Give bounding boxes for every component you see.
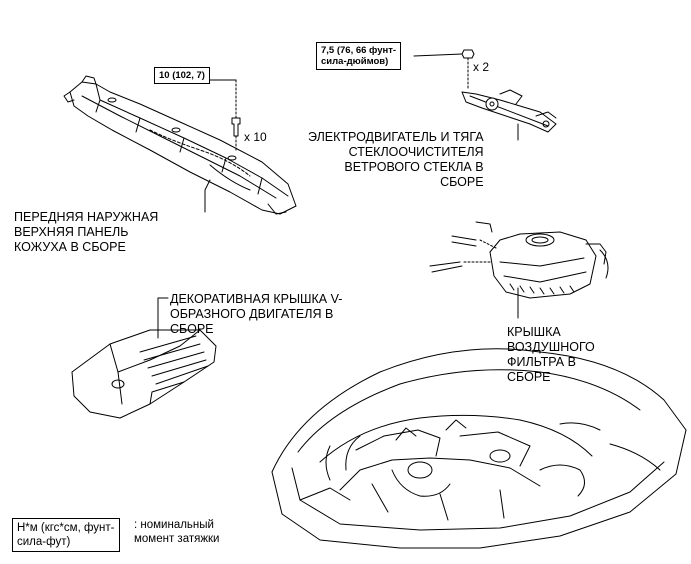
wiper-nut-drawing [413, 49, 475, 89]
wiper-label: ЭЛЕКТРОДВИГАТЕЛЬ И ТЯГА СТЕКЛООЧИСТИТЕЛЯ… [308, 130, 484, 189]
cowl-label: ПЕРЕДНЯЯ НАРУЖНАЯ ВЕРХНЯЯ ПАНЕЛЬ КОЖУХА … [14, 210, 159, 254]
torque-unit-legend-box: Н*м (кгс*см, фунт- сила-фут) [12, 518, 120, 552]
engine-cover-drawing [71, 329, 217, 419]
cowl-bolt-quantity: x 10 [244, 130, 267, 144]
air-filter-drawing [429, 221, 609, 299]
cowl-leader-line [204, 179, 211, 213]
engine-cover-label: ДЕКОРАТИВНАЯ КРЫШКА V- ОБРАЗНОГО ДВИГАТЕ… [170, 292, 343, 336]
engine-bay-drawing [271, 348, 687, 549]
cowl-panel-drawing [63, 75, 297, 215]
wiper-nut-torque-box: 7,5 (76, 66 фунт- сила-дюймов) [316, 42, 402, 70]
wiper-linkage-drawing [461, 89, 557, 133]
cowl-bolt-drawing [206, 79, 241, 153]
wiper-nut-quantity: x 2 [473, 60, 490, 74]
air-filter-label: КРЫШКА ВОЗДУШНОГО ФИЛЬТРА В СБОРЕ [507, 325, 595, 384]
cowl-bolt-torque-box: 10 (102, 7) [154, 67, 210, 84]
torque-unit-legend-text: : номинальный момент затяжки [134, 519, 220, 545]
engine-cover-leader-line [157, 297, 169, 339]
